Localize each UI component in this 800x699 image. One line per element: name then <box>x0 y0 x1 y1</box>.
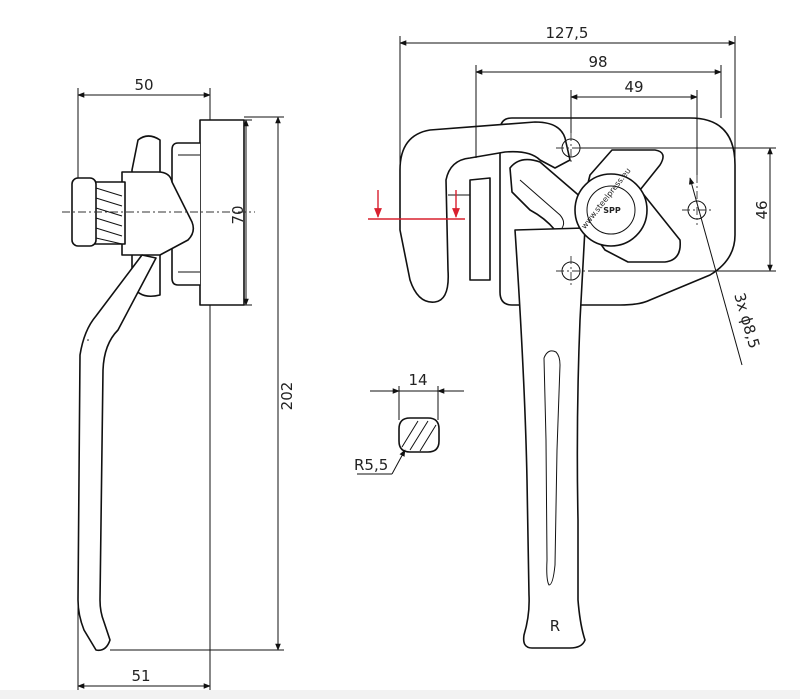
dim-text-50: 50 <box>134 76 153 94</box>
handle-arm <box>77 254 157 652</box>
handle-slot <box>543 350 561 586</box>
logo-text: SPP <box>603 206 621 215</box>
mounting-plate <box>199 119 245 306</box>
side-mark-r: R <box>550 617 560 635</box>
handle <box>514 227 586 649</box>
dim-46: 46 <box>580 147 776 272</box>
mounting-holes <box>556 133 712 286</box>
dim-70: 70 <box>229 119 252 306</box>
back-flange <box>469 177 491 281</box>
dim-text-98: 98 <box>588 53 607 71</box>
section-detail: 14 R5,5 <box>354 371 464 475</box>
dim-text-49: 49 <box>624 78 643 96</box>
dim-text-46: 46 <box>753 200 771 219</box>
pivot-hub <box>574 173 648 247</box>
dim-98: 98 <box>475 53 722 158</box>
dim-text-51: 51 <box>131 667 150 685</box>
dim-50: 50 <box>77 76 211 178</box>
footer-bar <box>0 690 800 699</box>
latch-body <box>121 171 195 256</box>
hook <box>399 121 571 303</box>
dim-127-5: 127,5 <box>399 24 736 170</box>
dim-text-70: 70 <box>229 205 247 224</box>
dim-text-14: 14 <box>408 371 427 389</box>
red-travel-marker <box>368 190 465 220</box>
spring <box>92 181 126 245</box>
dim-text-r5-5: R5,5 <box>354 456 388 474</box>
side-view <box>62 119 255 652</box>
dim-text-127-5: 127,5 <box>546 24 589 42</box>
front-view: R SPP www.steelpress.eu <box>399 117 736 649</box>
dim-51: 51 <box>77 305 211 692</box>
dim-49: 49 <box>570 78 698 175</box>
dim-202: 202 <box>110 116 296 651</box>
dim-text-202: 202 <box>278 382 296 411</box>
